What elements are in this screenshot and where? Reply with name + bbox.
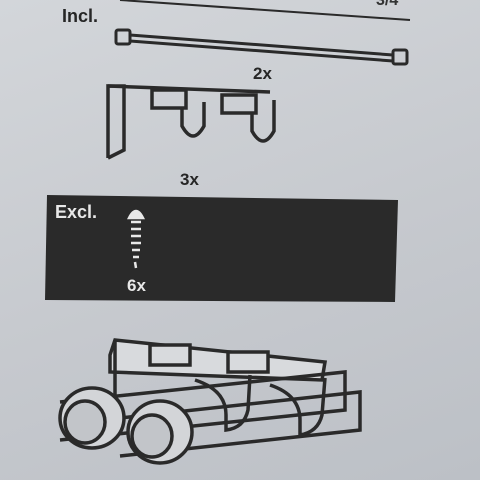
- top-rule: [119, 0, 411, 21]
- rod-set-count: 3x: [180, 170, 199, 189]
- excluded-heading: Excl.: [55, 202, 98, 222]
- bracket-count: 2x: [253, 64, 272, 83]
- curtain-rod-icon: [114, 28, 409, 66]
- included-heading: Incl.: [62, 6, 99, 26]
- excluded-panel: [45, 195, 398, 302]
- assembled-double-rod-icon: [58, 338, 362, 465]
- screw-icon: [126, 209, 146, 269]
- fraction-label: 3/4": [376, 0, 406, 9]
- screw-count: 6x: [127, 276, 146, 295]
- double-bracket-icon: [106, 84, 276, 160]
